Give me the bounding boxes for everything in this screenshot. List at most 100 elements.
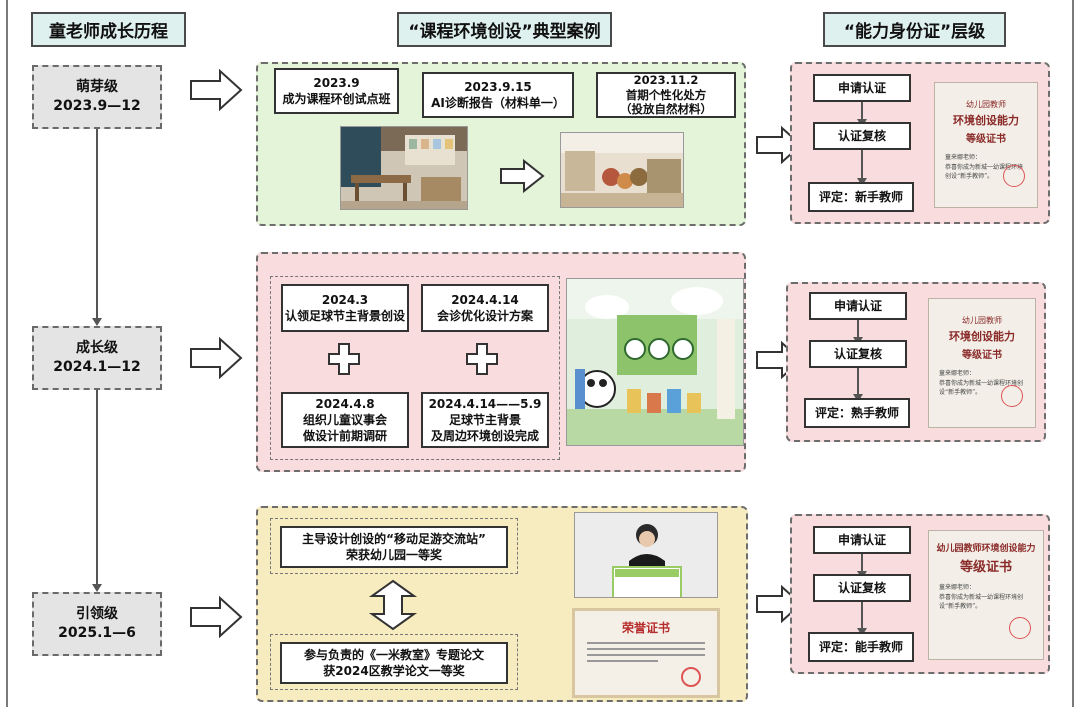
case-group bbox=[270, 276, 560, 460]
header-growth: 童老师成长历程 bbox=[31, 12, 186, 47]
flow-line bbox=[861, 602, 863, 630]
award-line: 主导设计创设的“移动足游交流站” bbox=[302, 531, 486, 546]
result-box: 评定：能手教师 bbox=[808, 632, 914, 662]
arrow-down-icon bbox=[92, 584, 102, 592]
cert-top: 幼儿园教师 bbox=[962, 316, 1002, 325]
flow-line bbox=[857, 368, 859, 396]
cases-panel-lead: 主导设计创设的“移动足游交流站” 荣获幼儿园一等奖 参与负责的《一米教室》专题论… bbox=[256, 506, 748, 702]
stage-connector bbox=[96, 129, 98, 319]
case-note: 及周边环境创设完成 bbox=[430, 429, 539, 444]
case-text: 足球节主背景 bbox=[448, 412, 521, 427]
result-box: 评定：熟手教师 bbox=[804, 398, 910, 428]
cert-main: 幼儿园教师环境创设能力 bbox=[936, 544, 1036, 554]
apply-cert-box: 申请认证 bbox=[813, 74, 911, 102]
arrow-right-icon bbox=[500, 158, 545, 194]
apply-cert-box: 申请认证 bbox=[813, 526, 911, 554]
frame-left-line bbox=[6, 0, 8, 707]
stage-period: 2024.1—12 bbox=[53, 359, 141, 375]
honor-cert-lines bbox=[587, 642, 705, 662]
seal-icon bbox=[681, 667, 701, 687]
cert-sub: 等级证书 bbox=[966, 134, 1006, 145]
result-box: 评定：新手教师 bbox=[808, 182, 914, 212]
level-panel-skilled: 申请认证 认证复核 评定：熟手教师 幼儿园教师 环境创设能力 等级证书 童来娜老… bbox=[786, 282, 1046, 442]
award-wrap bbox=[270, 634, 518, 690]
case-text: 认领足球节主背景创设 bbox=[284, 309, 405, 323]
cert-sub: 等级证书 bbox=[962, 350, 1002, 361]
case-date: 2023.11.2 bbox=[633, 73, 699, 88]
stage-growth: 成长级 2024.1—12 bbox=[32, 326, 162, 390]
stage-period: 2025.1—6 bbox=[58, 625, 136, 641]
classroom-photo-after bbox=[560, 132, 684, 208]
stage-name: 成长级 bbox=[76, 340, 118, 357]
case-box: 2023.11.2 首期个性化处方 （投放自然材料） bbox=[596, 72, 736, 118]
flow-line bbox=[857, 320, 859, 338]
case-note: （投放自然材料） bbox=[620, 102, 712, 117]
honor-cert-title: 荣誉证书 bbox=[621, 621, 670, 635]
level-panel-novice: 申请认证 认证复核 评定：新手教师 幼儿园教师 环境创设能力 等级证书 童来娜老… bbox=[790, 62, 1050, 224]
seal-icon bbox=[1009, 617, 1031, 639]
arrow-right-icon bbox=[190, 336, 243, 380]
case-date: 2024.4.14——5.9 bbox=[428, 396, 542, 411]
cert-to: 童来娜老师： bbox=[945, 154, 982, 161]
stage-connector bbox=[96, 390, 98, 585]
stage-name: 引领级 bbox=[76, 606, 118, 623]
case-date: 2024.4.8 bbox=[315, 396, 375, 411]
level-panel-expert: 申请认证 认证复核 评定：能手教师 幼儿园教师环境创设能力 等级证书 童来娜老师… bbox=[790, 514, 1050, 674]
frame-right-line bbox=[1072, 0, 1074, 707]
case-text: 首期个性化处方 bbox=[625, 87, 707, 102]
classroom-photo-before bbox=[340, 126, 468, 210]
review-cert-box: 认证复核 bbox=[809, 340, 907, 368]
header-cases: “课程环境创设”典型案例 bbox=[397, 12, 612, 47]
level-certificate: 幼儿园教师 环境创设能力 等级证书 童来娜老师： 恭喜你成为新城一幼课程环境创设… bbox=[928, 298, 1036, 428]
cert-main: 环境创设能力 bbox=[953, 114, 1019, 127]
double-arrow-icon bbox=[368, 579, 418, 631]
award-box: 主导设计创设的“移动足游交流站” 荣获幼儿园一等奖 bbox=[280, 526, 508, 568]
header-levels: “能力身份证”层级 bbox=[823, 12, 1006, 47]
case-note: 做设计前期调研 bbox=[302, 429, 387, 444]
honor-certificate: 荣誉证书 bbox=[572, 608, 720, 698]
seal-icon bbox=[1001, 385, 1023, 407]
award-line: 获2024区教学论文一等奖 bbox=[323, 664, 465, 678]
cert-top: 幼儿园教师 bbox=[966, 100, 1006, 109]
case-text: 会诊优化设计方案 bbox=[436, 309, 533, 323]
case-box: 2024.3 认领足球节主背景创设 bbox=[281, 284, 409, 332]
case-date: 2023.9 bbox=[313, 75, 360, 90]
case-text: AI诊断报告（材料单一） bbox=[431, 96, 565, 110]
award-line: 荣获幼儿园一等奖 bbox=[345, 548, 442, 562]
cert-body: 恭喜你成为新城一幼课程环境创设“新手教师”。 bbox=[945, 164, 1024, 180]
arrow-down-icon bbox=[92, 318, 102, 326]
cases-panel-sprout: 2023.9 成为课程环创试点班 2023.9.15 AI诊断报告（材料单一） … bbox=[256, 62, 746, 226]
flow-line bbox=[861, 554, 863, 572]
case-box: 2023.9 成为课程环创试点班 bbox=[274, 68, 399, 114]
cases-panel-growth: 2024.3 认领足球节主背景创设 2024.4.14 会诊优化设计方案 202… bbox=[256, 252, 746, 472]
case-box: 2024.4.14——5.9 足球节主背景 及周边环境创设完成 bbox=[421, 392, 549, 448]
case-box: 2024.4.8 组织儿童议事会 做设计前期调研 bbox=[281, 392, 409, 448]
award-box: 参与负责的《一米教室》专题论文 获2024区教学论文一等奖 bbox=[280, 642, 508, 684]
case-text: 成为课程环创试点班 bbox=[282, 92, 391, 106]
arrow-right-icon bbox=[190, 595, 243, 639]
stage-period: 2023.9—12 bbox=[53, 98, 141, 114]
football-festival-photo bbox=[566, 278, 744, 446]
plus-icon bbox=[466, 343, 498, 375]
speech-photo bbox=[574, 512, 718, 598]
cert-to: 童来娜老师： bbox=[939, 370, 976, 377]
flow-line bbox=[861, 102, 863, 120]
level-certificate: 幼儿园教师 环境创设能力 等级证书 童来娜老师： 恭喜你成为新城一幼课程环境创设… bbox=[934, 82, 1038, 208]
case-date: 2023.9.15 bbox=[464, 79, 532, 94]
apply-cert-box: 申请认证 bbox=[809, 292, 907, 320]
arrow-right-icon bbox=[190, 68, 243, 112]
seal-icon bbox=[1003, 165, 1025, 187]
cert-body: 恭喜你成为新城一幼课程环境创设“新手教师”。 bbox=[939, 594, 1024, 610]
award-wrap bbox=[270, 518, 518, 574]
stage-sprout: 萌芽级 2023.9—12 bbox=[32, 65, 162, 129]
case-box: 2024.4.14 会诊优化设计方案 bbox=[421, 284, 549, 332]
case-date: 2024.3 bbox=[321, 292, 369, 307]
stage-lead: 引领级 2025.1—6 bbox=[32, 592, 162, 656]
cert-to: 童来娜老师： bbox=[939, 584, 976, 591]
cert-body: 恭喜你成为新城一幼课程环境创设“新手教师”。 bbox=[939, 380, 1024, 396]
award-line: 参与负责的《一米教室》专题论文 bbox=[303, 647, 484, 662]
level-certificate: 幼儿园教师环境创设能力 等级证书 童来娜老师： 恭喜你成为新城一幼课程环境创设“… bbox=[928, 530, 1044, 660]
review-cert-box: 认证复核 bbox=[813, 574, 911, 602]
cert-main: 环境创设能力 bbox=[949, 330, 1015, 343]
flow-line bbox=[861, 150, 863, 180]
